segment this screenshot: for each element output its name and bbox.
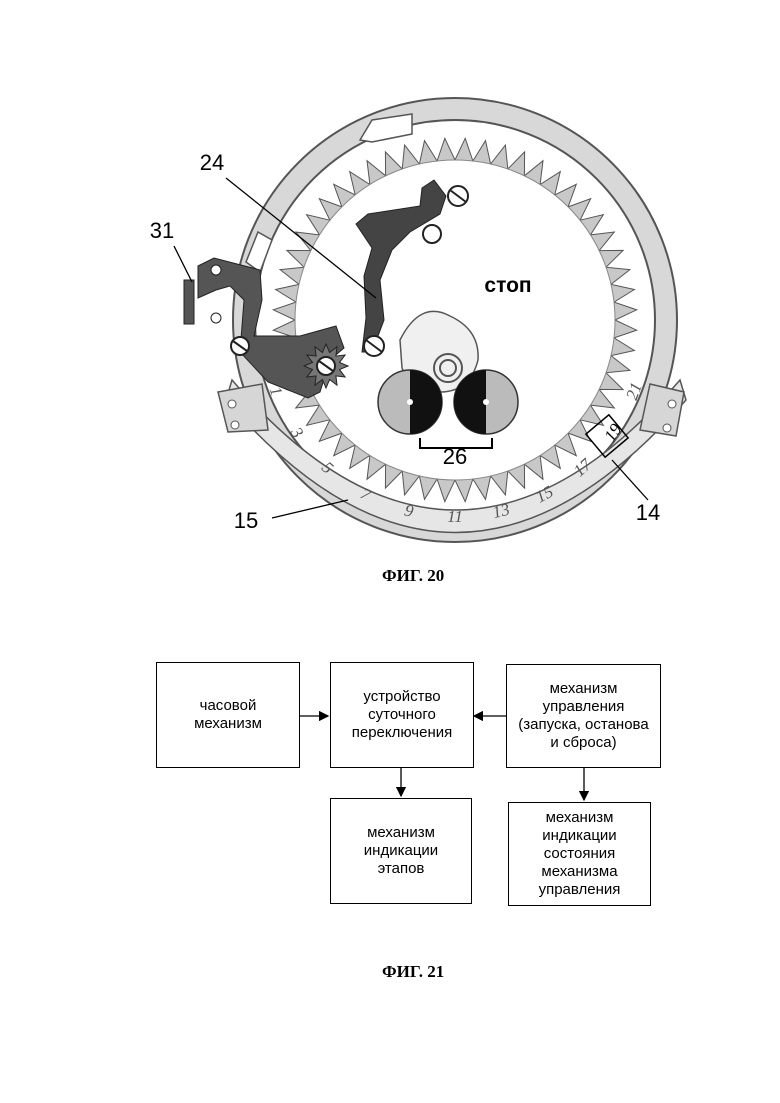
box-state-indication: механизм индикации состояния механизма у… — [508, 802, 651, 906]
box-stage-indication: механизм индикации этапов — [330, 798, 472, 904]
box-control-mechanism: механизм управления (запуска, останова и… — [506, 664, 661, 768]
box-clock-mechanism: часовой механизм — [156, 662, 300, 768]
figure-21-caption: ФИГ. 21 — [382, 962, 444, 982]
box-daily-switch: устройство суточного переключения — [330, 662, 474, 768]
